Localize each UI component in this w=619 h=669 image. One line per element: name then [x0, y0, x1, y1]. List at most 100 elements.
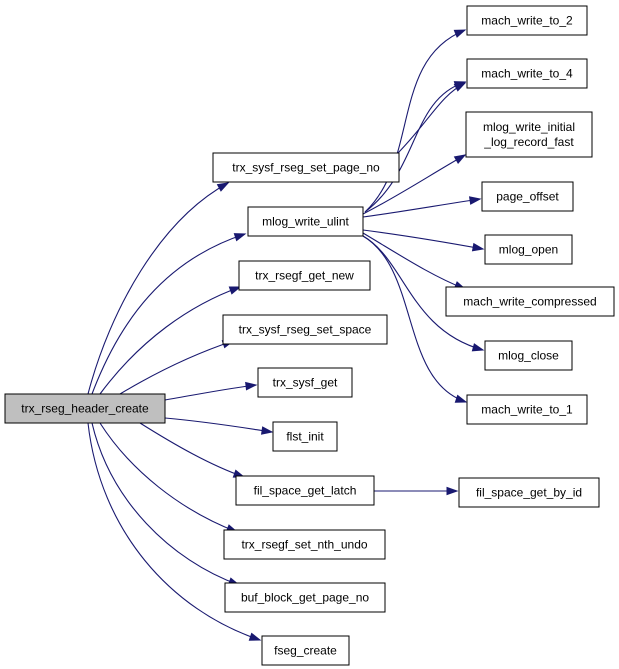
edge-line	[91, 233, 246, 395]
edge-line	[364, 81, 466, 213]
node-trx-sysf-get[interactable]: trx_sysf_get	[257, 367, 353, 398]
node-fseg-create[interactable]: fseg_create	[261, 635, 350, 666]
node-mach-write-compressed[interactable]: mach_write_compressed	[445, 286, 615, 317]
node-box	[257, 367, 353, 398]
node-mach-write-to-2[interactable]: mach_write_to_2	[466, 5, 588, 36]
node-box	[458, 477, 600, 508]
node-label: fil_space_get_by_id	[476, 486, 582, 500]
node-box	[4, 393, 166, 424]
edge-mlog_write_ulint-to-mach_write_to_4	[364, 81, 467, 213]
node-box	[272, 421, 338, 452]
node-label: mlog_open	[499, 243, 558, 257]
edge-line	[362, 229, 484, 250]
edge-arrowhead	[228, 286, 242, 295]
node-label: trx_rseg_header_create	[21, 402, 149, 416]
node-box	[224, 582, 386, 613]
node-mach-write-to-1[interactable]: mach_write_to_1	[466, 394, 588, 425]
edge-line	[362, 154, 466, 215]
edge-line	[397, 82, 466, 154]
call-nodes: trx_rseg_header_create trx_sysf_rseg_set_…	[4, 5, 615, 666]
edge-root-to-trx_sysf_get	[164, 381, 258, 401]
node-label: mach_write_to_4	[481, 67, 573, 81]
node-box	[261, 635, 350, 666]
node-mach-write-to-4[interactable]: mach_write_to_4	[466, 58, 588, 89]
node-mlog-write-initial-log-record-fast[interactable]: mlog_write_initial_log_record_fast	[465, 111, 593, 158]
edge-arrowhead	[233, 233, 247, 242]
node-box	[238, 260, 371, 291]
node-label: mlog_close	[498, 349, 559, 363]
node-box	[235, 475, 375, 506]
node-mlog-write-ulint[interactable]: mlog_write_ulint	[247, 206, 364, 237]
edge-mlog_write_ulint-to-page_offset	[362, 196, 482, 218]
edge-root-to-trx_rsegf_get_new	[99, 286, 242, 395]
edge-line	[91, 422, 240, 586]
edge-root-to-trx_sysf_rseg_set_page_no	[87, 182, 230, 395]
node-label: mach_write_compressed	[463, 295, 596, 309]
node-label: trx_sysf_rseg_set_space	[239, 323, 372, 337]
edge-root-to-flst_init	[164, 417, 274, 435]
edge-arrowhead	[216, 182, 230, 192]
node-label: trx_sysf_rseg_set_page_no	[232, 161, 380, 175]
node-label: mlog_write_initial	[483, 120, 575, 134]
node-box	[484, 234, 573, 265]
edge-line	[164, 417, 273, 433]
node-trx-rsegf-get-new[interactable]: trx_rsegf_get_new	[238, 260, 371, 291]
node-trx-rsegf-set-nth-undo[interactable]: trx_rsegf_set_nth_undo	[223, 529, 386, 560]
edge-line	[99, 286, 241, 395]
edge-mlog_write_ulint-to-mlog_write_initial_log_record_fast	[362, 154, 467, 215]
edge-root-to-buf_block_get_page_no	[91, 422, 241, 586]
edge-root-to-trx_rsegf_set_nth_undo	[99, 422, 239, 533]
node-flst-init[interactable]: flst_init	[272, 421, 338, 452]
edge-line	[362, 198, 481, 218]
edge-mlog_write_ulint-to-mach_write_to_1	[362, 235, 468, 403]
edge-mlog_write_ulint-to-mach_write_to_2	[364, 29, 467, 213]
node-label: fseg_create	[274, 644, 337, 658]
edge-trx_sysf_rseg_set_page_no-to-mach_write_to_4	[397, 82, 467, 154]
node-mlog-close[interactable]: mlog_close	[484, 340, 573, 371]
node-mlog-open[interactable]: mlog_open	[484, 234, 573, 265]
node-box	[484, 340, 573, 371]
edge-mlog_write_ulint-to-mach_write_compressed	[362, 232, 467, 290]
edge-line	[87, 422, 261, 641]
edge-line	[362, 235, 467, 403]
node-box	[222, 314, 388, 345]
edge-mlog_write_ulint-to-mlog_open	[362, 229, 485, 252]
edge-arrowhead	[468, 196, 482, 205]
node-fil-space-get-latch[interactable]: fil_space_get_latch	[235, 475, 375, 506]
edge-arrowhead	[453, 29, 467, 38]
node-label: buf_block_get_page_no	[241, 591, 369, 605]
edge-line	[87, 182, 229, 395]
node-label: mlog_write_ulint	[262, 215, 349, 229]
node-trx-sysf-rseg-set-space[interactable]: trx_sysf_rseg_set_space	[222, 314, 388, 345]
edge-arrowhead	[471, 242, 485, 252]
edge-arrowhead	[453, 154, 467, 164]
edge-arrowhead	[454, 394, 468, 403]
node-root[interactable]: trx_rseg_header_create	[4, 393, 166, 424]
edge-line	[362, 232, 466, 290]
edge-line	[119, 340, 234, 395]
edge-arrowhead	[471, 343, 485, 352]
node-box	[466, 5, 588, 36]
node-trx-sysf-rseg-set-page-no[interactable]: trx_sysf_rseg_set_page_no	[212, 152, 400, 183]
edge-root-to-fseg_create	[87, 422, 262, 641]
node-label: mach_write_to_1	[481, 403, 573, 417]
edge-arrowhead	[248, 632, 262, 641]
node-buf-block-get-page-no[interactable]: buf_block_get_page_no	[224, 582, 386, 613]
node-label: mach_write_to_2	[481, 14, 573, 28]
node-label: _log_record_fast	[483, 135, 574, 149]
node-label: trx_sysf_get	[273, 376, 338, 390]
edge-fil_space_get_latch-to-fil_space_get_by_id	[374, 486, 459, 496]
node-fil-space-get-by-id[interactable]: fil_space_get_by_id	[458, 477, 600, 508]
edge-line	[99, 422, 238, 533]
edge-arrowhead	[260, 426, 274, 435]
node-label: fil_space_get_latch	[254, 484, 357, 498]
edge-line	[364, 29, 466, 213]
node-page-offset[interactable]: page_offset	[481, 181, 574, 212]
node-label: trx_rsegf_set_nth_undo	[241, 538, 367, 552]
node-box	[223, 529, 386, 560]
edge-arrowhead	[453, 81, 467, 90]
node-box	[481, 181, 574, 212]
edge-arrowhead	[446, 486, 459, 496]
node-box	[466, 58, 588, 89]
